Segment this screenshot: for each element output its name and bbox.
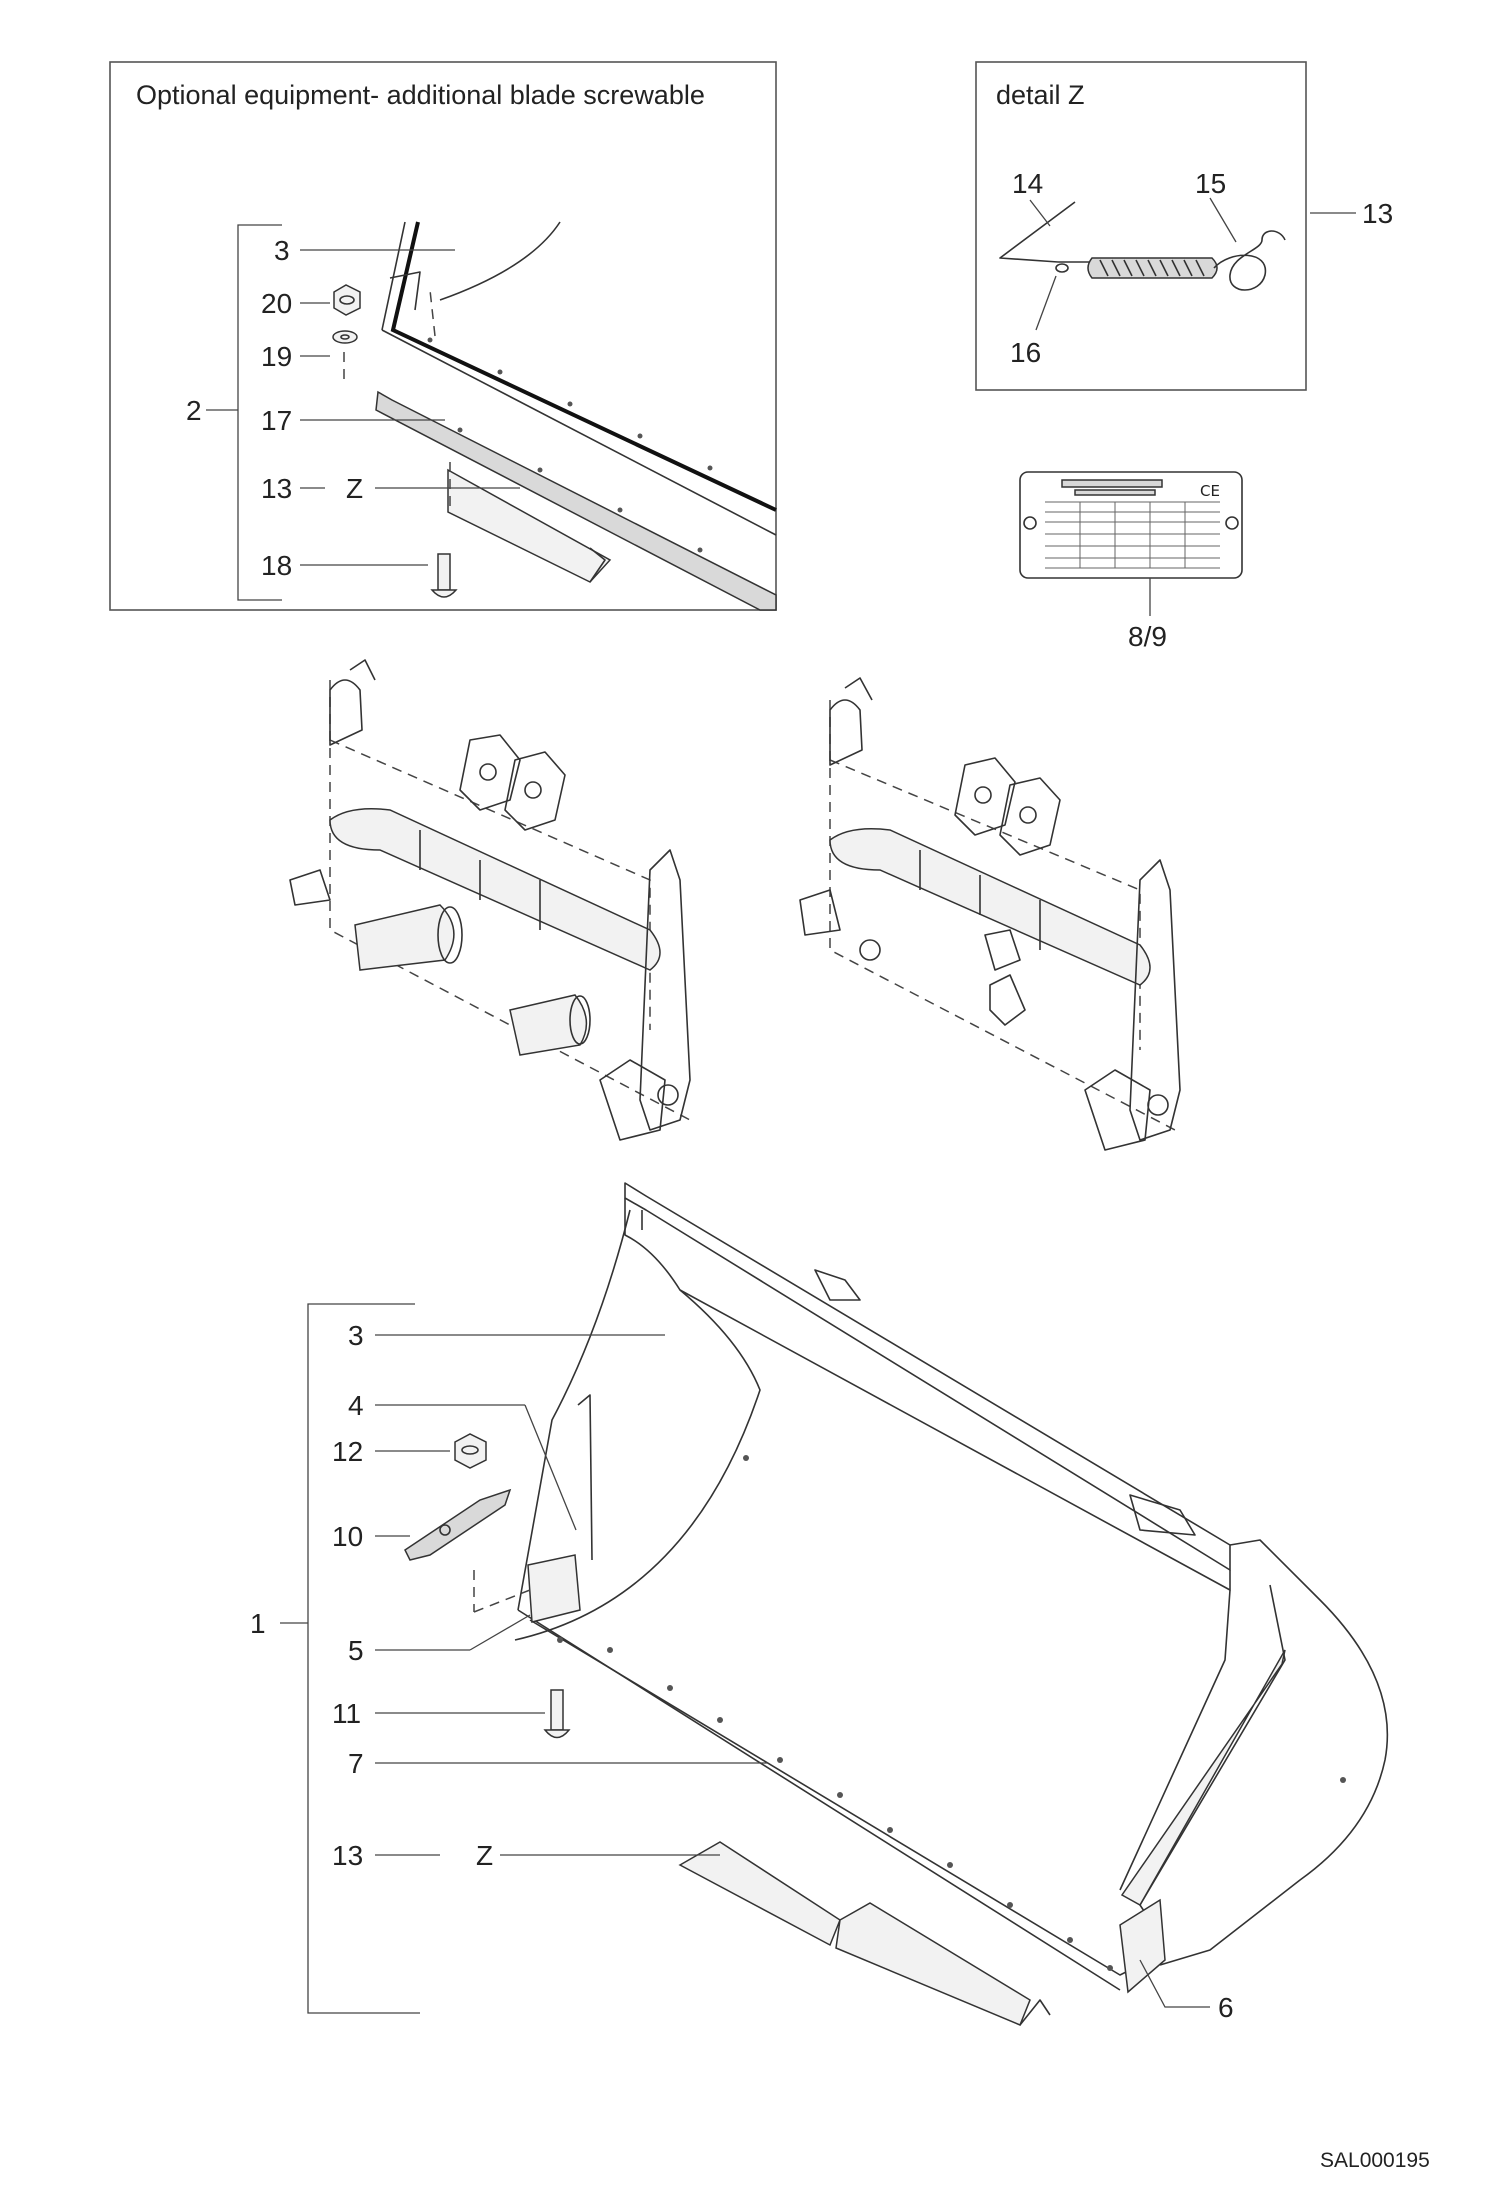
bucket-label-item-6: 6 xyxy=(1218,1992,1234,2023)
detail-panel-title: detail Z xyxy=(996,80,1085,110)
hydraulic-quick-coupler xyxy=(289,659,691,1141)
label-item-16: 16 xyxy=(1010,337,1041,368)
spring-pin-drawing xyxy=(999,197,1286,331)
bucket-label-item-4: 4 xyxy=(348,1390,364,1421)
bucket-label-item-5: 5 xyxy=(348,1635,364,1666)
label-item-20: 20 xyxy=(261,288,292,319)
label-item-18: 18 xyxy=(261,550,292,581)
nameplate-label: 8/9 xyxy=(1128,621,1167,652)
label-detail-item-13: 13 xyxy=(1362,198,1393,229)
additional-blade-drawing xyxy=(343,221,777,611)
hex-nut-icon xyxy=(333,284,361,316)
bolt-icon xyxy=(430,553,458,598)
label-item-19: 19 xyxy=(261,341,292,372)
label-item-17: 17 xyxy=(261,405,292,436)
bucket-label-item-10: 10 xyxy=(332,1521,363,1552)
document-code: SAL000195 xyxy=(1320,2149,1430,2172)
bucket-label-item-3: 3 xyxy=(348,1320,364,1351)
bucket-group-label: 1 xyxy=(250,1608,266,1639)
bucket-label-item-11: 11 xyxy=(332,1698,361,1729)
ce-mark-icon: CE xyxy=(1200,482,1220,500)
label-item-14: 14 xyxy=(1012,168,1043,199)
washer-icon xyxy=(332,330,358,344)
bucket-label-item-13: 13 xyxy=(332,1840,363,1871)
mechanical-quick-coupler xyxy=(799,677,1181,1151)
nameplate: CE 8/9 xyxy=(1019,471,1243,652)
label-item-15: 15 xyxy=(1195,168,1226,199)
bucket-label-item-12: 12 xyxy=(332,1436,363,1467)
optional-group-label: 2 xyxy=(186,395,202,426)
detail-z-panel: detail Z 14 15 16 13 xyxy=(975,61,1393,391)
optional-equipment-panel: Optional equipment- additional blade scr… xyxy=(109,61,777,611)
label-item-13: 13 xyxy=(261,473,292,504)
bucket-label-item-7: 7 xyxy=(348,1748,364,1779)
label-item-3: 3 xyxy=(274,235,290,266)
bucket-drawing xyxy=(404,1182,1389,2026)
bucket-label-item-z: Z xyxy=(476,1840,493,1871)
label-item-z: Z xyxy=(346,473,363,504)
optional-panel-title: Optional equipment- additional blade scr… xyxy=(136,80,705,110)
